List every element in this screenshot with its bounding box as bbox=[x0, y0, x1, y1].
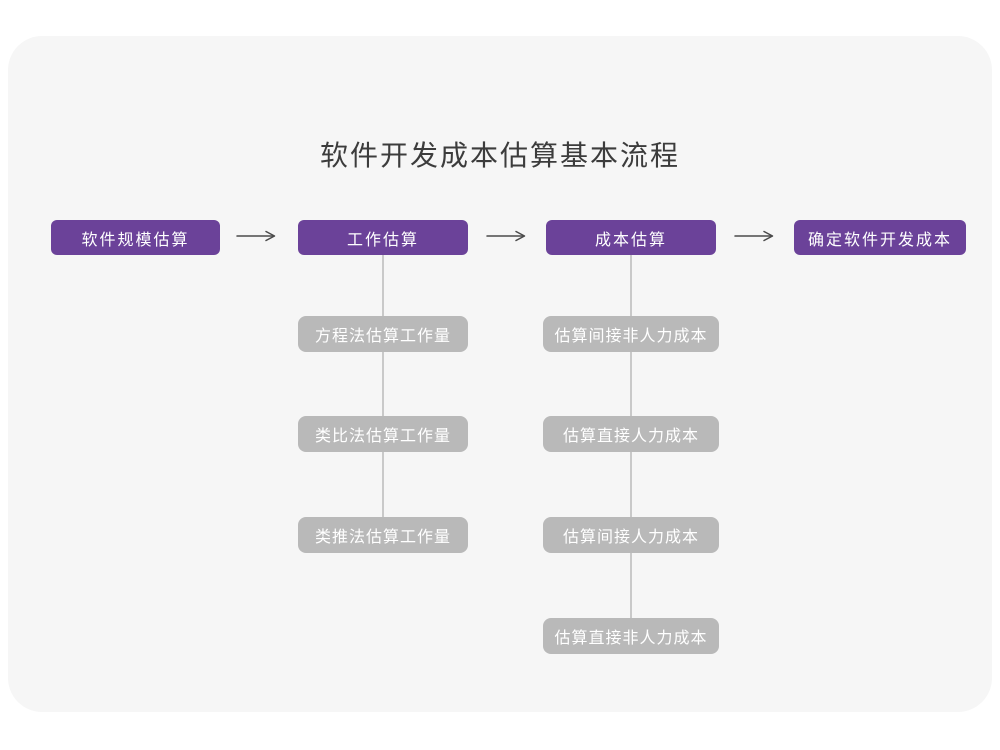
subnode-equation-method-workload: 方程法估算工作量 bbox=[298, 316, 468, 352]
subnode-indirect-nonlabor-cost: 估算间接非人力成本 bbox=[543, 316, 719, 352]
arrow-right-icon bbox=[734, 230, 774, 242]
node-cost-estimation: 成本估算 bbox=[546, 220, 716, 255]
arrow-right-icon bbox=[486, 230, 526, 242]
diagram-card: 软件开发成本估算基本流程 软件规模估算 工作估算 成本估算 确定软件开发成本 方… bbox=[8, 36, 992, 712]
subnode-indirect-labor-cost: 估算间接人力成本 bbox=[543, 517, 719, 553]
connector-work-vertical bbox=[382, 255, 384, 535]
subnode-direct-labor-cost: 估算直接人力成本 bbox=[543, 416, 719, 452]
subnode-analogy-method-workload: 类比法估算工作量 bbox=[298, 416, 468, 452]
subnode-direct-nonlabor-cost: 估算直接非人力成本 bbox=[543, 618, 719, 654]
node-determine-software-dev-cost: 确定软件开发成本 bbox=[794, 220, 966, 255]
node-work-estimation: 工作估算 bbox=[298, 220, 468, 255]
node-software-scale-estimation: 软件规模估算 bbox=[51, 220, 220, 255]
diagram-title: 软件开发成本估算基本流程 bbox=[319, 140, 680, 171]
subnode-extrapolation-method-workload: 类推法估算工作量 bbox=[298, 517, 468, 553]
arrow-right-icon bbox=[236, 230, 276, 242]
